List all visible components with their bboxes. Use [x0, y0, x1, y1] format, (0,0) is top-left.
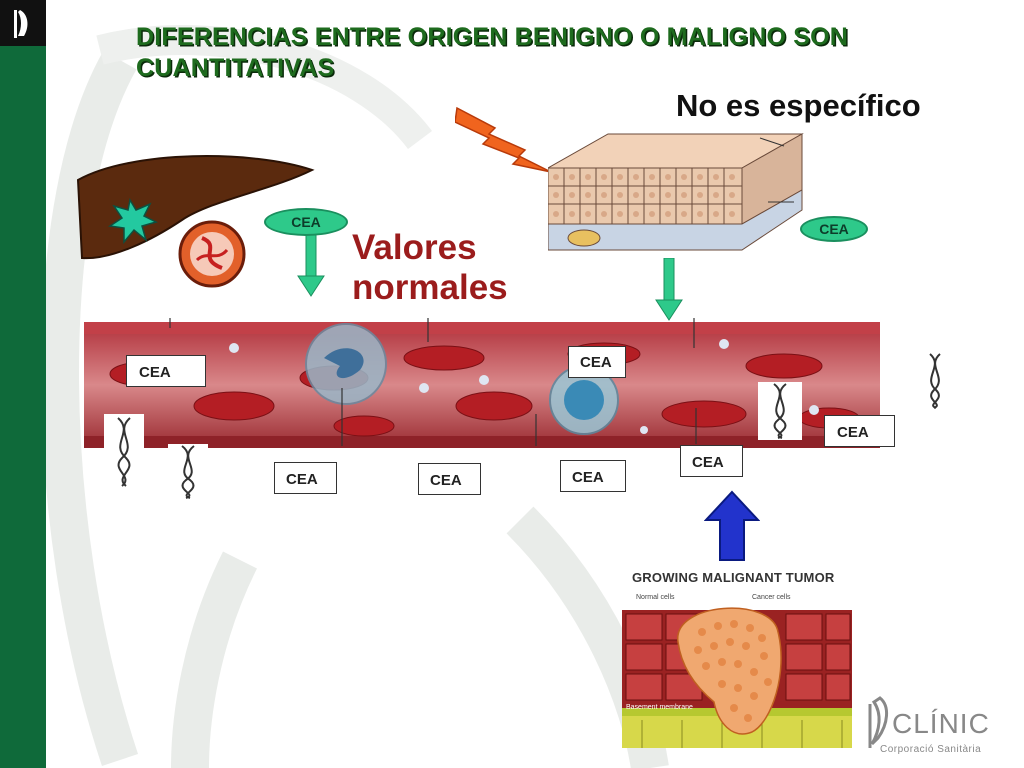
sidebar-band	[0, 0, 46, 768]
slide-title: DIFERENCIAS ENTRE ORIGEN BENIGNO O MALIG…	[136, 23, 849, 82]
not-specific-label: No es específico	[676, 88, 921, 123]
lightning-bolt-icon	[455, 106, 552, 173]
brand-subtitle: Corporació Sanitària	[880, 744, 982, 755]
green-down-arrow-left	[297, 234, 325, 297]
green-down-arrow-right	[655, 258, 683, 321]
dna-icon	[104, 414, 144, 488]
cea-label-box: CEA	[824, 415, 895, 447]
cea-pill-right: CEA	[800, 216, 868, 242]
cea-label-box: CEA	[274, 462, 337, 494]
epithelium-tissue-illustration	[548, 133, 804, 251]
normal-cells-label: Normal cells	[636, 594, 675, 601]
blue-up-arrow	[704, 490, 760, 561]
cea-label-box: CEA	[418, 463, 481, 495]
tumor-panel-title: GROWING MALIGNANT TUMOR	[632, 570, 835, 585]
cea-label-box: CEA	[560, 460, 626, 492]
normal-values-label: Valores normales	[352, 228, 508, 307]
dna-icon	[918, 352, 952, 410]
cea-label-box: CEA	[568, 346, 626, 378]
dna-icon	[168, 444, 208, 500]
liver-organ-illustration	[76, 155, 315, 288]
brand-name: CLÍNIC	[892, 708, 990, 739]
logo-icon	[14, 10, 28, 38]
cea-label-box: CEA	[680, 445, 743, 477]
cea-label-box: CEA	[126, 355, 206, 387]
basement-membrane-label: Basement membrane	[626, 704, 693, 711]
dna-icon	[758, 382, 802, 440]
cea-pill-left: CEA	[264, 208, 348, 236]
logo-box	[0, 0, 46, 46]
tumor-tissue-illustration	[622, 607, 852, 748]
clinic-logo-icon	[868, 696, 888, 748]
cancer-cells-label: Cancer cells	[752, 594, 791, 601]
